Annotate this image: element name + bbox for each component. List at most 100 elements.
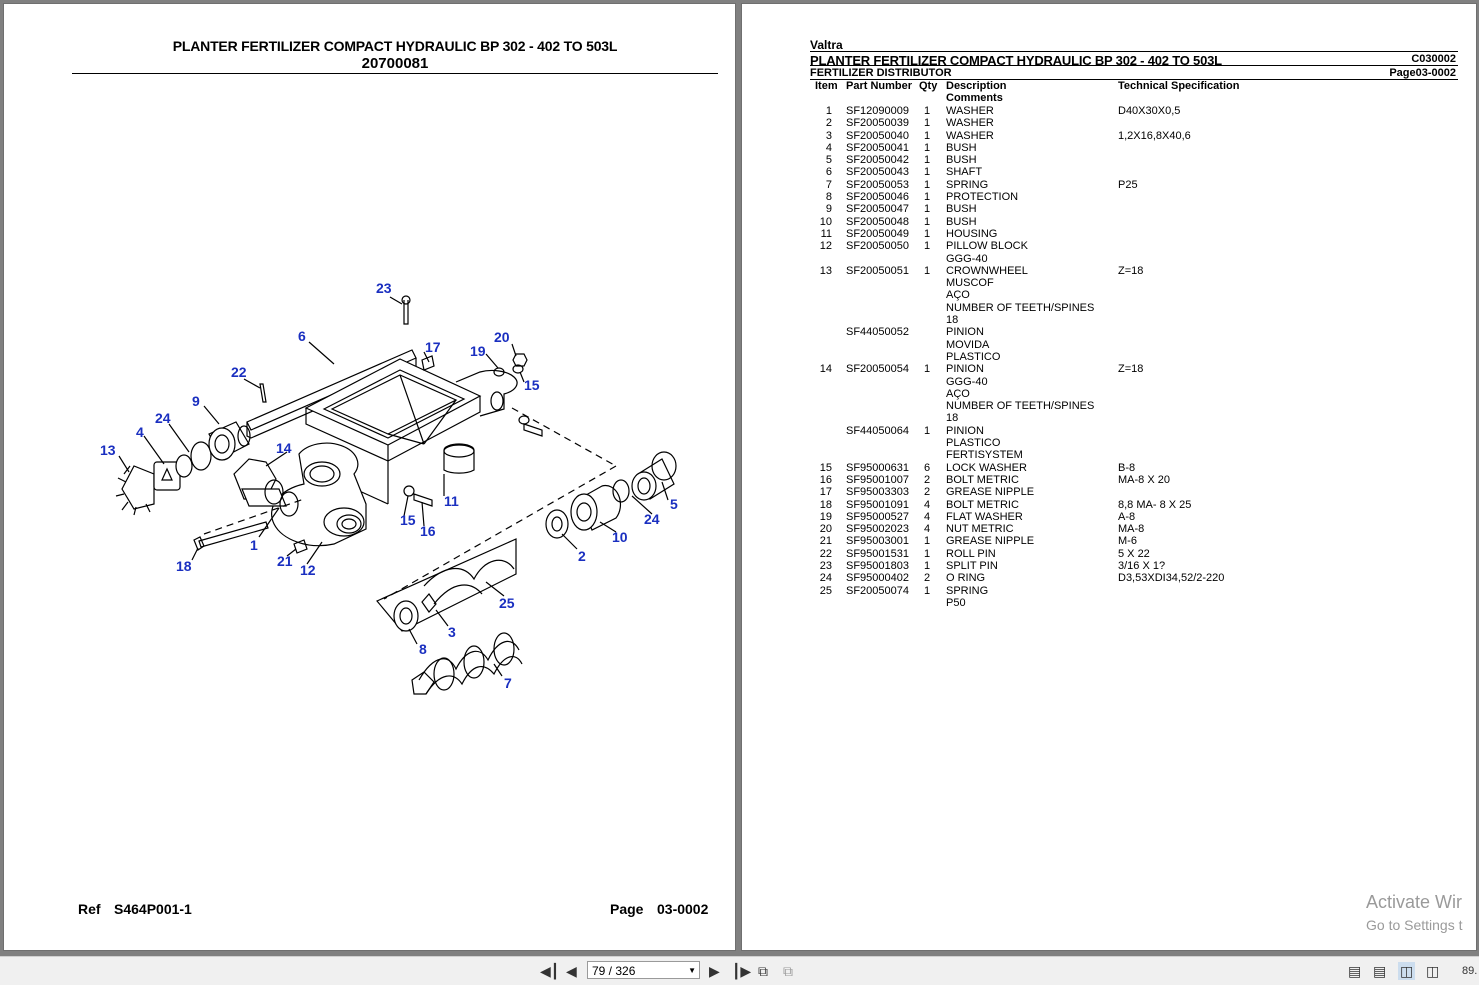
facing-pages-icon[interactable]: ◫ xyxy=(1398,962,1416,980)
table-row: AÇO xyxy=(810,388,1430,400)
page-number-select[interactable]: 79 / 326 ▼ xyxy=(587,961,700,979)
cell-description: HOUSING xyxy=(946,227,998,240)
callout-6: 6 xyxy=(298,328,306,344)
cell-description: PILLOW BLOCK xyxy=(946,240,1028,253)
callout-9: 9 xyxy=(192,393,200,409)
cell-description: GREASE NIPPLE xyxy=(946,535,1035,548)
parts-title: PLANTER FERTILIZER COMPACT HYDRAULIC BP … xyxy=(810,53,1222,68)
cell-part-number: SF20050049 xyxy=(846,227,909,240)
cell-part-number: SF20050046 xyxy=(846,191,909,204)
cell-qty: 1 xyxy=(924,424,931,437)
continuous-facing-icon[interactable]: ◫ xyxy=(1426,963,1440,979)
cell-part-number: SF95000631 xyxy=(846,461,909,474)
cell-description: WASHER xyxy=(946,129,994,142)
drawing-title: PLANTER FERTILIZER COMPACT HYDRAULIC BP … xyxy=(172,38,618,54)
page-number-value: 79 / 326 xyxy=(592,964,636,978)
cell-tech-spec: MA-8 xyxy=(1118,523,1145,536)
zoom-level[interactable]: 89. xyxy=(1462,965,1478,977)
cell-part-number: SF12090009 xyxy=(846,105,909,117)
cell-qty: 2 xyxy=(924,572,931,585)
callout-18: 18 xyxy=(176,558,192,574)
last-page-icon[interactable]: ┃▶ xyxy=(732,963,752,979)
cell-tech-spec: A-8 xyxy=(1118,510,1136,523)
cell-qty: 1 xyxy=(924,240,931,253)
cell-item: 6 xyxy=(825,166,832,179)
cell-description: BUSH xyxy=(946,215,977,228)
callout-22: 22 xyxy=(231,364,247,380)
first-page-icon[interactable]: ◀┃ xyxy=(540,963,560,979)
callout-7: 7 xyxy=(504,675,512,691)
cell-qty: 1 xyxy=(924,584,931,597)
drawing-number: 20700081 xyxy=(361,55,429,72)
header-description: Description xyxy=(946,80,1007,92)
cell-qty: 1 xyxy=(924,547,931,560)
go-forward-view-icon[interactable]: ⧉ xyxy=(783,963,793,979)
go-back-view-icon[interactable]: ⧉ xyxy=(758,963,768,979)
cell-item: 18 xyxy=(819,498,832,511)
cell-qty: 6 xyxy=(924,461,931,474)
cell-qty: 1 xyxy=(924,363,931,376)
page-label: Page xyxy=(610,901,644,917)
cell-description: SHAFT xyxy=(946,166,983,179)
single-page-icon[interactable]: ▤ xyxy=(1348,963,1362,979)
cell-description: O RING xyxy=(946,572,986,585)
cell-qty: 4 xyxy=(924,523,931,536)
callout-4: 4 xyxy=(136,424,144,440)
cell-description: GREASE NIPPLE xyxy=(946,486,1035,499)
prev-page-icon[interactable]: ◀ xyxy=(566,963,577,979)
cell-part-number: SF20050048 xyxy=(846,215,909,228)
cell-description: FERTISYSTEM xyxy=(946,449,1023,462)
cell-part-number: SF20050042 xyxy=(846,154,909,167)
cell-qty: 2 xyxy=(924,473,931,486)
cell-qty: 1 xyxy=(924,178,931,191)
callout-25: 25 xyxy=(499,595,515,611)
table-row: GGG-40 xyxy=(810,253,1430,265)
cell-description: GGG-40 xyxy=(946,375,988,388)
cell-description: 18 xyxy=(946,412,959,425)
cell-item: 3 xyxy=(825,129,832,142)
cell-item: 23 xyxy=(819,559,832,572)
cell-description: BOLT METRIC xyxy=(946,498,1019,511)
cell-description: SPRING xyxy=(946,584,989,597)
exploded-parts-diagram: 23 6 17 20 19 15 22 9 24 4 13 14 11 15 1… xyxy=(99,272,684,702)
brand-name: Valtra xyxy=(810,38,843,52)
cell-qty: 1 xyxy=(924,535,931,548)
cell-tech-spec: D3,53XDI34,52/2-220 xyxy=(1118,572,1225,585)
cell-description: ROLL PIN xyxy=(946,547,996,560)
cell-part-number: SF95000527 xyxy=(846,510,909,523)
continuous-icon[interactable]: ▤ xyxy=(1373,963,1387,979)
cell-description: WASHER xyxy=(946,105,994,117)
cell-item: 24 xyxy=(819,572,832,585)
cell-description: GGG-40 xyxy=(946,252,988,265)
next-page-icon[interactable]: ▶ xyxy=(709,963,720,979)
cell-description: 18 xyxy=(946,314,959,327)
cell-item: 11 xyxy=(820,227,832,240)
cell-description: WASHER xyxy=(946,117,994,130)
cell-tech-spec: M-6 xyxy=(1118,535,1137,548)
cell-part-number: SF95001803 xyxy=(846,559,909,572)
cell-qty: 1 xyxy=(924,203,931,216)
rule-3 xyxy=(810,79,1458,80)
activation-watermark-sub: Go to Settings t xyxy=(1366,917,1463,933)
cell-description: BUSH xyxy=(946,203,977,216)
cell-item: 21 xyxy=(819,535,832,548)
callout-24: 24 xyxy=(155,410,171,426)
header-tech-spec: Technical Specification xyxy=(1118,80,1240,92)
cell-description: NUMBER OF TEETH/SPINES xyxy=(946,301,1095,314)
cell-part-number: SF95001007 xyxy=(846,473,909,486)
section-page: Page03-0002 xyxy=(1389,67,1456,79)
callout-2: 2 xyxy=(578,548,586,564)
page-value: 03-0002 xyxy=(657,901,709,917)
callout-12: 12 xyxy=(300,562,316,578)
table-row: NUMBER OF TEETH/SPINES xyxy=(810,302,1430,314)
cell-tech-spec: 5 X 22 xyxy=(1118,547,1150,560)
